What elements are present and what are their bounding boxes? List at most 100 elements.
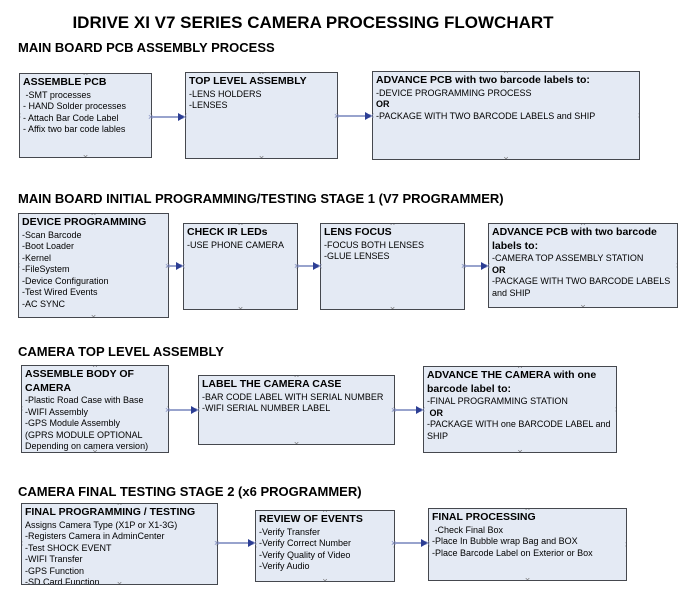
connector-end-icon: × bbox=[316, 261, 322, 271]
arrowhead-icon bbox=[191, 406, 198, 414]
box-item: -Plastic Road Case with Base bbox=[25, 395, 144, 406]
connector-start-icon: × bbox=[165, 405, 171, 415]
connection-handle-icon: × bbox=[676, 261, 677, 270]
box-item: -Test Wired Events bbox=[22, 287, 98, 298]
connection-handle-icon: × bbox=[625, 540, 626, 549]
box-item: -Verify Quality of Video bbox=[259, 549, 351, 560]
box-item: -DEVICE PROGRAMMING PROCESS bbox=[376, 87, 532, 98]
box-item: -Check Final Box bbox=[432, 524, 504, 535]
flow-arrow: ×× bbox=[214, 537, 257, 549]
connection-handle-icon: × bbox=[638, 111, 639, 120]
box-item-list: -SMT processes- HAND Solder processes- A… bbox=[23, 90, 148, 136]
arrowhead-icon bbox=[176, 262, 183, 270]
arrowhead-icon bbox=[416, 406, 423, 414]
flow-arrow: ×× bbox=[165, 404, 200, 416]
box-item: -GPS Function bbox=[25, 565, 85, 576]
arrowhead-icon bbox=[421, 539, 428, 547]
box-item-list: -Plastic Road Case with Base-WIFI Assemb… bbox=[25, 395, 165, 452]
connection-handle-icon: × bbox=[258, 153, 265, 159]
flow-box-advance-pcb-to-camera-top: ADVANCE PCB with two barcode labels to: … bbox=[488, 223, 678, 308]
arrowhead-icon bbox=[313, 262, 320, 270]
box-item-list: -BAR CODE LABEL WITH SERIAL NUMBER-WIFI … bbox=[202, 392, 391, 415]
flow-box-assemble-body-of-camera: ASSEMBLE BODY OF CAMERA -Plastic Road Ca… bbox=[21, 365, 169, 453]
box-item: - Affix two bar code lables bbox=[23, 124, 126, 135]
connection-handle-icon: × bbox=[615, 405, 616, 414]
connector-start-icon: × bbox=[461, 261, 467, 271]
box-item: Assigns Camera Type (X1P or X1-3G) bbox=[25, 519, 178, 530]
arrow-line bbox=[152, 116, 178, 118]
box-title: FINAL PROCESSING bbox=[432, 511, 536, 523]
box-item: -Registers Camera in AdminCenter bbox=[25, 531, 165, 542]
box-item-list: -Verify Transfer-Verify Correct Number-V… bbox=[259, 527, 391, 573]
box-title: ADVANCE PCB with two barcode labels to: bbox=[376, 74, 590, 86]
connector-end-icon: × bbox=[194, 405, 200, 415]
box-title: CHECK IR LEDs bbox=[187, 226, 268, 238]
box-item: -PACKAGE WITH TWO BARCODE LABELS and SHI… bbox=[376, 110, 596, 121]
box-item: -Verify Correct Number bbox=[259, 538, 352, 549]
connection-handle-icon: × bbox=[90, 312, 97, 318]
box-item: -GPS Module Assembly bbox=[25, 418, 121, 429]
box-item: -Verify Transfer bbox=[259, 526, 321, 537]
connection-handle-icon: × bbox=[22, 539, 23, 549]
connection-handle-icon: × bbox=[322, 576, 328, 582]
section-heading-camera-top-assembly: CAMERA TOP LEVEL ASSEMBLY bbox=[18, 344, 224, 359]
box-item: -Test SHOCK EVENT bbox=[25, 542, 112, 553]
connector-start-icon: × bbox=[294, 261, 300, 271]
flow-box-final-programming-testing: FINAL PROGRAMMING / TESTING Assigns Came… bbox=[21, 503, 218, 585]
connection-handle-icon: × bbox=[503, 154, 509, 160]
connector-end-icon: × bbox=[419, 405, 425, 415]
flow-box-advance-pcb-two-labels: ADVANCE PCB with two barcode labels to: … bbox=[372, 71, 640, 160]
flow-arrow: ×× bbox=[165, 260, 185, 272]
arrow-line bbox=[169, 409, 191, 411]
connector-start-icon: × bbox=[334, 111, 340, 121]
section-heading-final-testing: CAMERA FINAL TESTING STAGE 2 (x6 PROGRAM… bbox=[18, 484, 362, 499]
box-item-list: Assigns Camera Type (X1P or X1-3G)-Regis… bbox=[25, 519, 214, 585]
connection-handle-icon: × bbox=[22, 404, 23, 414]
box-title: ADVANCE PCB with two barcode labels to: bbox=[492, 226, 657, 252]
box-item: (GPRS MODULE OPTIONAL Depending on camer… bbox=[25, 429, 149, 452]
flow-arrow: ×× bbox=[391, 537, 430, 549]
flow-box-assemble-pcb: ASSEMBLE PCB -SMT processes- HAND Solder… bbox=[19, 73, 152, 158]
box-item: -SMT processes bbox=[23, 89, 91, 100]
box-item: -LENS HOLDERS bbox=[189, 88, 262, 99]
connector-end-icon: × bbox=[424, 538, 430, 548]
box-item: -SD Card Function bbox=[25, 577, 100, 585]
connection-handle-icon: × bbox=[237, 304, 244, 310]
connector-end-icon: × bbox=[368, 111, 374, 121]
box-item: -CAMERA TOP ASSEMBLY STATION bbox=[492, 253, 644, 264]
flow-box-advance-camera-one-label: ADVANCE THE CAMERA with one barcode labe… bbox=[423, 366, 617, 453]
arrow-line bbox=[395, 409, 416, 411]
box-item-list: -LENS HOLDERS-LENSES bbox=[189, 89, 334, 112]
arrow-line bbox=[395, 542, 421, 544]
connector-start-icon: × bbox=[214, 538, 220, 548]
box-item: -WIFI Transfer bbox=[25, 554, 83, 565]
box-item: OR bbox=[376, 99, 390, 110]
arrowhead-icon bbox=[481, 262, 488, 270]
box-item: -Kernel bbox=[22, 252, 52, 263]
connection-handle-icon: × bbox=[517, 447, 523, 453]
arrowhead-icon bbox=[248, 539, 255, 547]
connection-handle-icon: × bbox=[82, 152, 89, 158]
box-item: OR bbox=[492, 264, 506, 275]
box-item: -LENSES bbox=[189, 100, 228, 111]
flow-arrow: ×× bbox=[294, 260, 322, 272]
box-item: -Place Barcode Label on Exterior or Box bbox=[432, 547, 593, 558]
box-item: -Place In Bubble wrap Bag and BOX bbox=[432, 536, 578, 547]
box-item: -FINAL PROGRAMMING STATION bbox=[427, 396, 568, 407]
connector-end-icon: × bbox=[484, 261, 490, 271]
flow-arrow: ×× bbox=[334, 110, 374, 122]
flow-box-check-ir-leds: CHECK IR LEDs -USE PHONE CAMERA ×××× bbox=[183, 223, 298, 310]
box-item: -Device Configuration bbox=[22, 275, 109, 286]
flow-arrow: ×× bbox=[148, 111, 187, 123]
box-item: -GLUE LENSES bbox=[324, 251, 390, 262]
box-item: -Scan Barcode bbox=[22, 229, 82, 240]
flow-box-final-processing: FINAL PROCESSING -Check Final Box-Place … bbox=[428, 508, 627, 581]
connector-start-icon: × bbox=[391, 405, 397, 415]
section-heading-initial-programming: MAIN BOARD INITIAL PROGRAMMING/TESTING S… bbox=[18, 191, 504, 206]
box-item: -BAR CODE LABEL WITH SERIAL NUMBER bbox=[202, 391, 384, 402]
box-item-list: -USE PHONE CAMERA bbox=[187, 240, 294, 252]
box-title: ASSEMBLE PCB bbox=[23, 76, 107, 88]
